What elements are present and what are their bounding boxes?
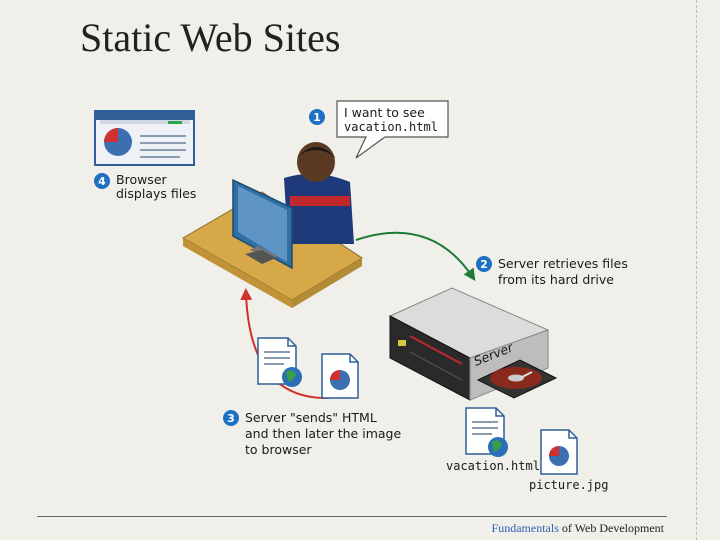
server: Server (388, 287, 558, 401)
step-1-line2: vacation.html (344, 120, 438, 134)
step-3-line1: Server "sends" HTML (245, 410, 377, 425)
step-1-badge (309, 109, 325, 125)
step-1-line1: I want to see (344, 105, 425, 120)
step-4: 4 Browser displays files (94, 172, 196, 201)
footer-rest: of Web Development (558, 521, 664, 535)
browser-window-icon (94, 110, 195, 166)
step-2-badge (476, 256, 492, 272)
step-3-badge (223, 410, 239, 426)
user-at-computer (181, 142, 363, 308)
step-3-number: 3 (227, 412, 235, 425)
step-4-number: 4 (98, 175, 106, 188)
html-filename: vacation.html (446, 459, 540, 473)
step-1-number: 1 (313, 111, 321, 124)
user-person (284, 142, 354, 244)
speech-bubble (336, 100, 449, 159)
step-2-number: 2 (480, 258, 488, 271)
image-file-icon-transit (321, 353, 359, 399)
slide-edge-line (696, 0, 697, 540)
step-1: 1 I want to see vacation.html (309, 100, 449, 159)
hard-drive (476, 359, 558, 399)
footer-rule (37, 516, 667, 517)
step-4-line2: displays files (116, 186, 196, 201)
step-4-line1: Browser (116, 172, 168, 187)
footer-highlight: Fundamentals (491, 521, 559, 535)
html-file-icon-transit (257, 337, 302, 387)
step-3-line3: to browser (245, 442, 312, 457)
step-2-line1: Server retrieves files (498, 256, 628, 271)
step-2: 2 Server retrieves files from its hard d… (476, 256, 628, 287)
monitor (232, 178, 293, 270)
step-4-badge (94, 173, 110, 189)
step-2-line2: from its hard drive (498, 272, 614, 287)
html-file-icon-stored: vacation.html (446, 407, 540, 473)
step-3: 3 Server "sends" HTML and then later the… (223, 410, 401, 457)
request-arrow (355, 231, 476, 281)
step-3-line2: and then later the image (245, 426, 401, 441)
image-file-icon-stored: picture.jpg (529, 429, 608, 492)
jpg-filename: picture.jpg (529, 478, 608, 492)
footer: Fundamentals of Web Development (492, 521, 664, 536)
slide-title: Static Web Sites (80, 15, 341, 60)
